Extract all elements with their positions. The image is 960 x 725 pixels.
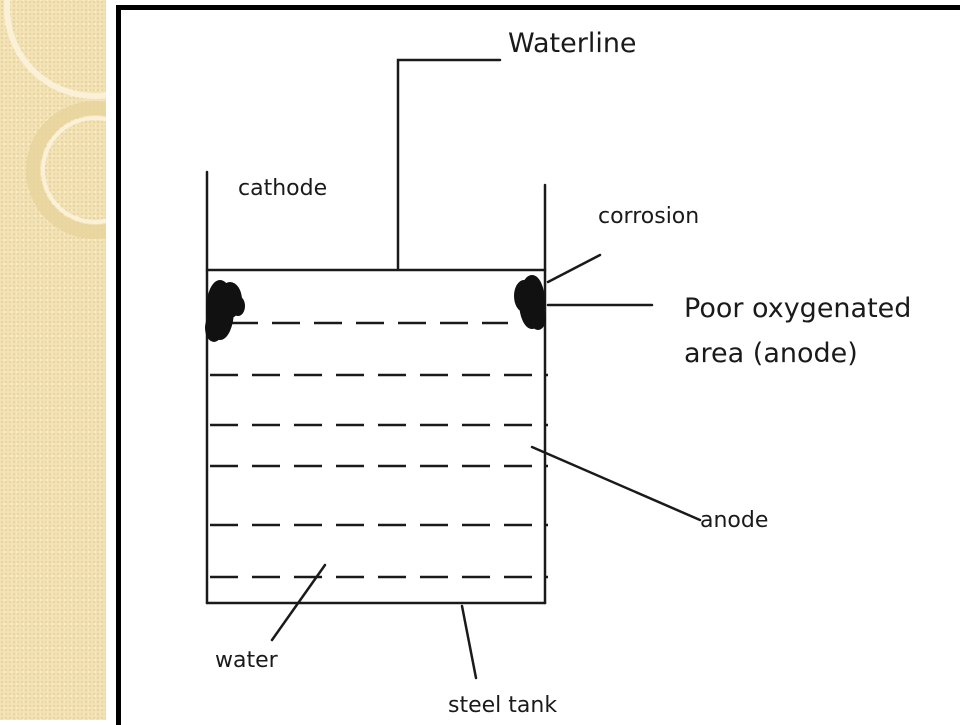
decorative-side-panel xyxy=(0,0,106,720)
corrosion-spot-right xyxy=(514,275,546,330)
side-edge xyxy=(106,0,116,720)
label-corrosion: corrosion xyxy=(598,204,699,229)
label-waterline: Waterline xyxy=(508,28,637,59)
label-steel-tank: steel tank xyxy=(448,693,557,718)
anode-pointer xyxy=(530,445,702,522)
decorative-ring-medium xyxy=(26,101,106,239)
corrosion-pointer xyxy=(546,253,602,284)
steel-tank-pointer xyxy=(460,604,478,680)
label-water: water xyxy=(215,648,279,673)
decorative-ring-large xyxy=(4,0,106,99)
label-cathode: cathode xyxy=(238,176,327,201)
decorative-ring-inner xyxy=(41,116,106,224)
waterline-pointer xyxy=(396,58,502,270)
label-poor-oxygen-line1: Poor oxygenated xyxy=(684,293,911,324)
slide-frame xyxy=(116,5,960,725)
corrosion-spot-left xyxy=(205,280,245,342)
label-anode: anode xyxy=(700,508,768,533)
label-poor-oxygen-line2: area (anode) xyxy=(684,338,858,369)
decorative-rings xyxy=(4,0,106,239)
